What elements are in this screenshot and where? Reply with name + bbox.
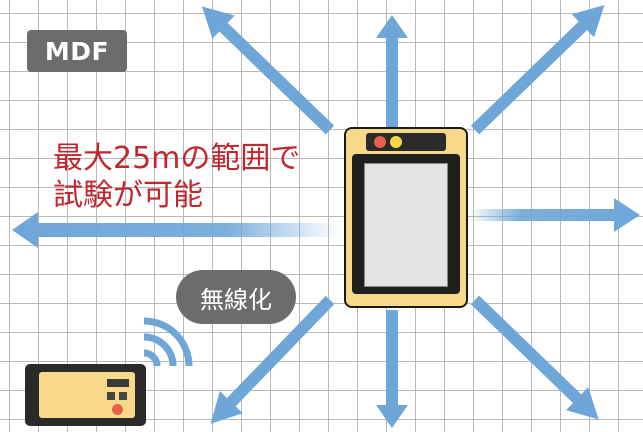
tablet-device (344, 127, 468, 308)
arrow-left (12, 212, 340, 248)
arrow-up-left (201, 6, 335, 135)
arrow-down-right (470, 295, 599, 420)
camera-bar (366, 133, 446, 151)
remote-button (119, 392, 127, 400)
arrow-down-left (210, 295, 335, 424)
caption-line-2: 試験が可能 (53, 178, 203, 213)
arrow-down (376, 310, 408, 428)
device-screen (364, 163, 448, 287)
wifi-waves-icon (143, 317, 193, 367)
red-led-icon (374, 136, 386, 148)
arrow-up-right (470, 4, 605, 135)
remote-display (107, 379, 129, 387)
mdf-label: MDF (27, 30, 127, 72)
arrow-up (376, 15, 408, 128)
device-bezel (352, 154, 460, 294)
caption-line-1: 最大25mの範囲で (53, 141, 301, 176)
yellow-led-icon (390, 136, 402, 148)
remote-indicator-icon (112, 404, 123, 415)
remote-button (107, 392, 115, 400)
remote-controller (25, 364, 146, 426)
range-caption: 最大25mの範囲で 試験が可能 (53, 140, 300, 214)
remote-panel (39, 372, 135, 418)
wireless-bubble: 無線化 (176, 270, 296, 324)
arrow-right (470, 198, 640, 232)
